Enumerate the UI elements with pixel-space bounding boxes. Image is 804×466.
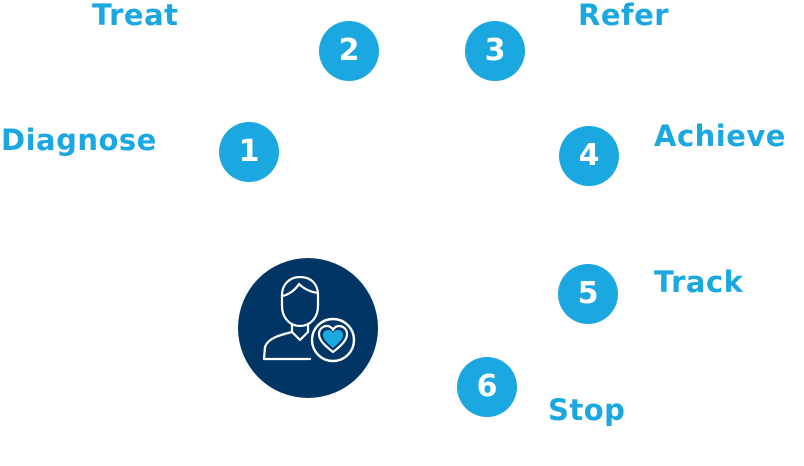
step-1-number: 1 xyxy=(238,134,260,169)
step-2-label: Treat xyxy=(92,0,179,32)
step-4-number-circle: 4 xyxy=(559,126,619,186)
step-3-label: Refer xyxy=(578,0,670,32)
person-with-heart-icon xyxy=(262,275,356,363)
step-4-label: Achieve xyxy=(654,119,786,153)
step-2-number: 2 xyxy=(338,33,360,68)
step-3-number-circle: 3 xyxy=(465,21,525,81)
step-1-number-circle: 1 xyxy=(219,122,279,182)
center-badge xyxy=(238,258,378,398)
step-5-number-circle: 5 xyxy=(558,264,618,324)
step-4-number: 4 xyxy=(578,138,600,173)
step-5-number: 5 xyxy=(577,276,599,311)
step-6-number-circle: 6 xyxy=(457,357,517,417)
step-5-label: Track xyxy=(654,265,744,299)
step-6-label: Stop xyxy=(548,393,626,427)
step-3-number: 3 xyxy=(484,33,506,68)
step-2-number-circle: 2 xyxy=(319,21,379,81)
step-6-number: 6 xyxy=(476,369,498,404)
step-1-label: Diagnose xyxy=(1,123,157,157)
